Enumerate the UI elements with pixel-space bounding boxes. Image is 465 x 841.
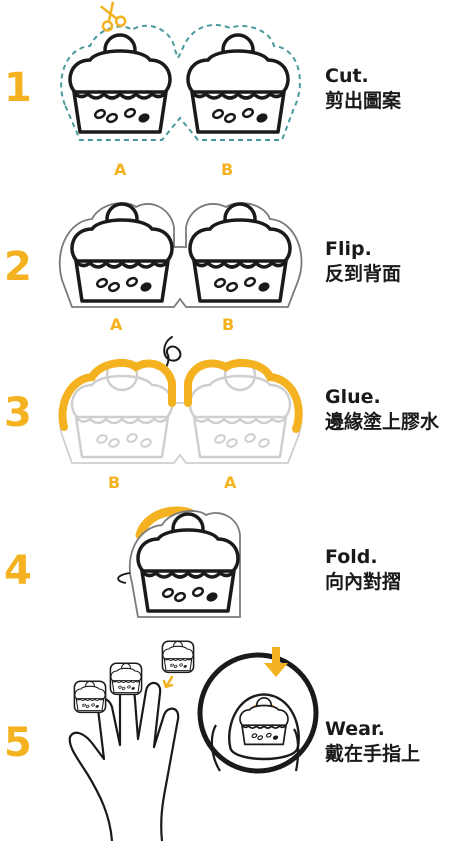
- flip-arrow-icon: [157, 336, 182, 376]
- finger-cupcake-1: [73, 680, 107, 714]
- cut-illustration: [60, 1, 301, 141]
- fold-illustration: [117, 506, 241, 618]
- glue-illustration: [58, 358, 303, 464]
- step-4: 4 Fold. 向內對摺: [0, 505, 465, 635]
- step-title-en: Wear.: [325, 718, 385, 740]
- step-title-en: Cut.: [325, 65, 369, 87]
- step-title-en: Flip.: [325, 238, 372, 260]
- step-number: 3: [4, 390, 32, 436]
- step-number: 2: [4, 244, 32, 290]
- step-title-zh: 反到背面: [325, 263, 402, 285]
- glue-right: [184, 358, 303, 433]
- step-title-zh: 剪出圖案: [325, 90, 402, 112]
- step-3: 3 B A Glue. 邊緣塗上膠水: [0, 345, 465, 505]
- label-b: B: [222, 315, 235, 334]
- scissors-icon: [100, 1, 127, 32]
- step-title-en: Glue.: [325, 386, 381, 408]
- label-b: B: [221, 160, 234, 179]
- step-5: 5 Wear. 戴在手指上: [0, 635, 465, 841]
- cut-dashed-outline: [60, 24, 301, 141]
- label-a: A: [224, 473, 237, 492]
- step-2: 2 A B Flip. 反到背面: [0, 185, 465, 376]
- step-title-zh: 戴在手指上: [325, 743, 421, 765]
- label-b: B: [108, 473, 121, 492]
- label-a: A: [114, 160, 127, 179]
- wear-illustration: [68, 640, 319, 841]
- down-arrow-icon: [264, 647, 288, 677]
- zoom-cupcake: [228, 693, 300, 761]
- wear-arrow: [162, 675, 174, 689]
- finger-in-zoom: [210, 724, 300, 772]
- glue-left: [58, 358, 176, 431]
- step-title-en: Fold.: [325, 546, 378, 568]
- step-1: 1 A B Cut. 剪出圖案: [0, 0, 465, 185]
- step-title-zh: 邊緣塗上膠水: [325, 411, 440, 433]
- step-number: 4: [4, 548, 32, 594]
- step-number: 5: [4, 720, 32, 766]
- step-number: 1: [4, 65, 32, 111]
- step-title-zh: 向內對摺: [325, 571, 402, 593]
- fold-arrow: [117, 572, 131, 584]
- finger-cupcake-3: [161, 640, 195, 674]
- label-a: A: [110, 315, 123, 334]
- finger-cupcake-2: [109, 662, 143, 696]
- flip-illustration: [58, 202, 303, 376]
